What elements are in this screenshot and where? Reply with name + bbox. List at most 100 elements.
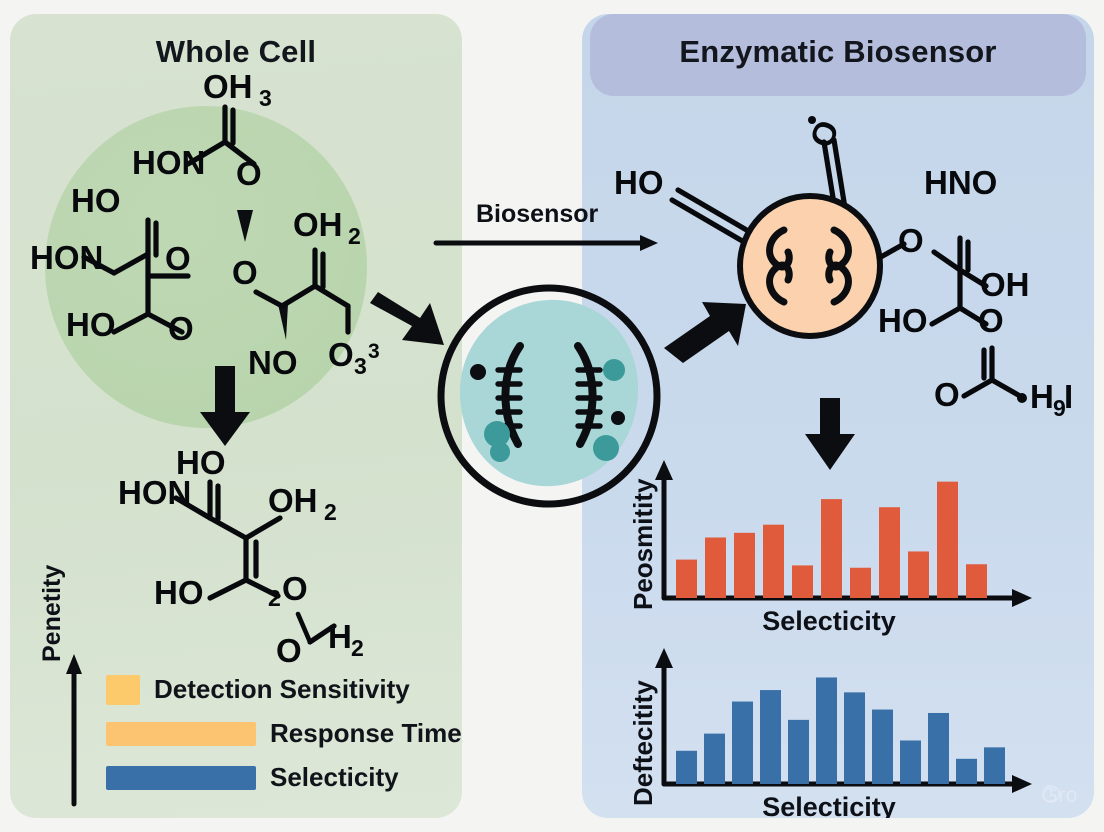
- label-oh2-sub: 2: [348, 223, 361, 249]
- label-o-bottom-right: O: [934, 376, 960, 413]
- whole-cell-panel: Whole Cell HON OH 3 O O HON HO: [10, 14, 462, 818]
- bar: [821, 499, 842, 598]
- label-oh2-b-sub: 2: [324, 499, 337, 525]
- label-hon-top: HON: [132, 144, 205, 181]
- chart-deftecitity-plot: [655, 648, 1032, 793]
- cell-dot-2: [484, 421, 510, 447]
- bar: [792, 565, 813, 598]
- bar: [676, 559, 697, 598]
- legend-label-detection-sensitivity: Detection Sensitivity: [154, 674, 410, 704]
- legend-item-detection-sensitivity[interactable]: Detection Sensitivity: [106, 674, 410, 705]
- molecule-right: HO O O HNO OH HO O: [614, 115, 1073, 421]
- bar: [705, 537, 726, 598]
- cell-dot-4: [603, 359, 625, 381]
- bar: [928, 712, 949, 784]
- cell-dot-5: [611, 411, 625, 425]
- label-o-center: O: [232, 254, 258, 291]
- cell-outline: [437, 284, 661, 508]
- cell-dot-1: [470, 364, 486, 380]
- bar: [879, 507, 900, 598]
- enzymatic-header-band: [590, 14, 1086, 96]
- label-o-link: O: [898, 222, 924, 259]
- stereo-wedge-no: [278, 304, 288, 340]
- cell-dot-3: [490, 442, 510, 462]
- legend-swatch-selecticity: [106, 765, 256, 790]
- label-o3: O: [328, 336, 354, 373]
- chromosome-right: [574, 342, 597, 448]
- biosensor-arrow-label: Biosensor: [476, 200, 599, 228]
- label-ho-right: HO: [614, 164, 664, 201]
- enzymatic-biosensor-panel: Enzymatic Biosensor HO O O HNO: [582, 14, 1094, 818]
- bar: [844, 692, 865, 784]
- label-oh2-b: OH: [268, 482, 318, 519]
- bar: [788, 719, 809, 784]
- bar: [966, 564, 987, 598]
- label-hno: HNO: [924, 164, 997, 201]
- label-oh3: OH: [203, 68, 253, 105]
- label-o3-sub: 3: [354, 353, 367, 379]
- label-o-b2: O: [276, 632, 302, 669]
- bar: [956, 758, 977, 784]
- bar: [763, 524, 784, 598]
- bond-dot: [1017, 393, 1027, 403]
- label-o-top: O: [236, 155, 262, 192]
- label-hon-left: HON: [30, 239, 103, 276]
- chart-peosmitity-plot: [655, 460, 1032, 607]
- bar: [734, 532, 755, 598]
- bar: [850, 567, 871, 598]
- label-ho-b1: HO: [176, 444, 226, 481]
- label-h9i-sub: 9: [1053, 395, 1066, 421]
- stereo-wedge-down: [237, 210, 253, 242]
- bar: [937, 481, 958, 598]
- enzyme-fold-4: [825, 261, 852, 306]
- dna-ladder-right: [575, 367, 603, 429]
- label-o-b1: O: [282, 570, 308, 607]
- enzymatic-biosensor-header: Enzymatic Biosensor: [582, 14, 1094, 90]
- bar: [816, 677, 837, 784]
- chart-deftecitity-xlabel: Selecticity: [762, 792, 896, 818]
- left-down-arrow: [200, 366, 250, 446]
- label-o-lower: O: [168, 310, 194, 347]
- legend-item-response-time[interactable]: Response Time: [106, 718, 462, 749]
- bar: [984, 747, 1005, 784]
- chart-peosmitity: Peosmitity Selecticity: [622, 450, 1074, 640]
- molecule-left-top: HON OH 3 O O HON HO O HO O NO: [30, 68, 380, 381]
- molecule-left-bottom: HO HON OH 2 HO 2 O O H 2: [118, 444, 364, 669]
- right-down-arrow: [805, 398, 855, 470]
- label-h2-b-sub: 2: [351, 635, 364, 661]
- whole-cell-title: Whole Cell: [155, 34, 317, 69]
- label-hon-b: HON: [118, 474, 191, 511]
- cell-dot-6: [593, 435, 619, 461]
- bar: [676, 750, 697, 784]
- bar: [704, 733, 725, 784]
- bar: [908, 551, 929, 598]
- label-o-ester: O: [978, 302, 1004, 339]
- bar: [900, 740, 921, 784]
- label-oh-right: OH: [980, 266, 1030, 303]
- legend-label-selecticity: Selecticity: [270, 762, 399, 792]
- label-h2-b: H: [328, 618, 352, 655]
- legend-swatch-response-time: [106, 721, 256, 746]
- chart-peosmitity-xlabel: Selecticity: [762, 606, 896, 636]
- label-ho-lower: HO: [66, 306, 116, 343]
- legend-axis-arrow: [66, 654, 82, 807]
- chart-deftecitity: Deftecitity Selecticity: [622, 644, 1074, 818]
- bar: [732, 701, 753, 784]
- label-oh3-sub: 3: [259, 85, 272, 111]
- chromosome-left: [501, 342, 524, 448]
- enzyme-sphere: [737, 193, 883, 339]
- label-o3-sup: 3: [368, 340, 380, 363]
- label-o-dot: [808, 116, 816, 124]
- legend-item-selecticity[interactable]: Selecticity: [106, 762, 399, 793]
- bar: [760, 690, 781, 784]
- label-h9i-i: I: [1064, 378, 1073, 415]
- label-o-mid: O: [165, 240, 191, 277]
- bar: [872, 709, 893, 784]
- label-ho-b2: HO: [154, 574, 204, 611]
- label-oh2-top: OH: [293, 206, 343, 243]
- label-ho-upper: HO: [71, 182, 121, 219]
- enzyme-fold-3: [766, 261, 793, 306]
- enzymatic-biosensor-title: Enzymatic Biosensor: [679, 34, 997, 69]
